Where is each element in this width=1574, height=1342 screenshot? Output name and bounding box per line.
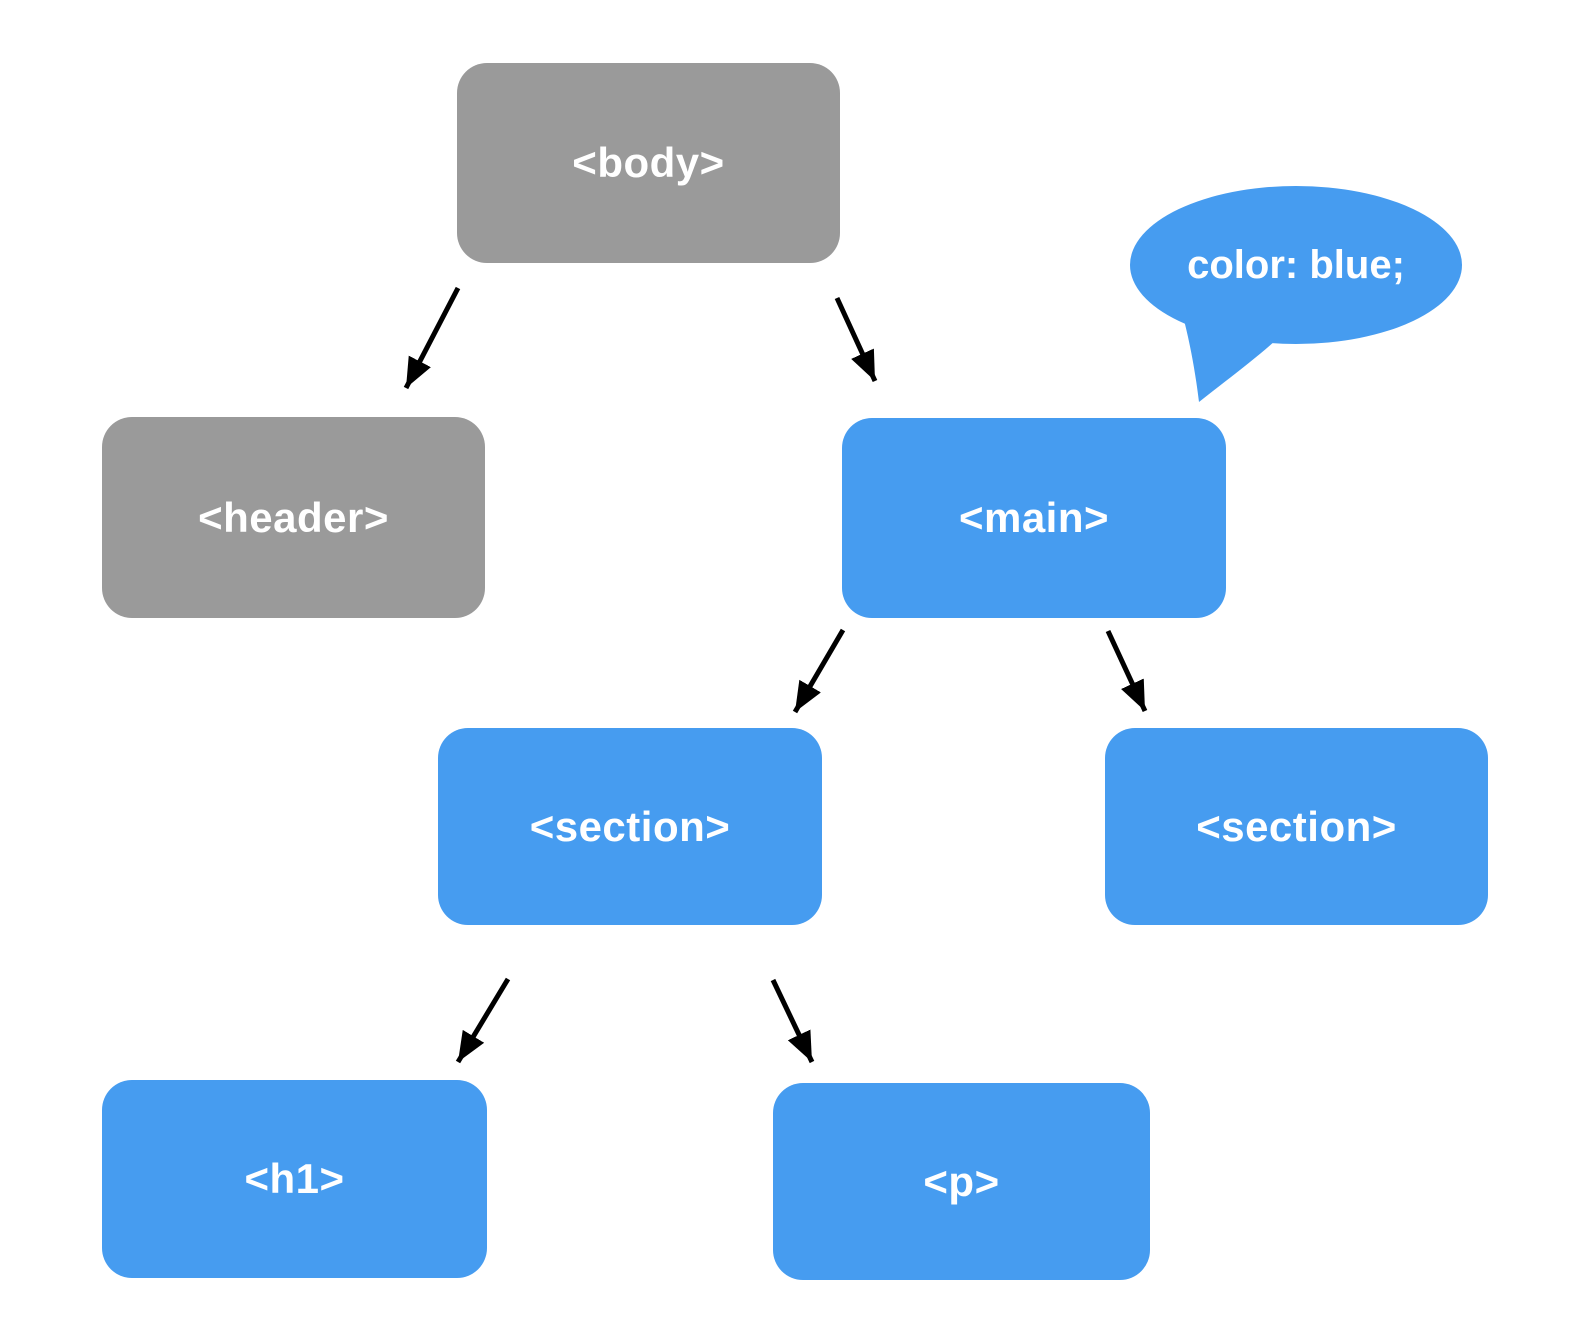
node-section-right-label: <section> [1196, 802, 1397, 850]
node-header-label: <header> [198, 493, 389, 541]
css-callout-text: color: blue; [1187, 242, 1405, 287]
node-section-left-label: <section> [529, 802, 731, 850]
node-main-label: <main> [958, 494, 1110, 541]
edge-section-h1 [455, 977, 511, 1064]
edge-body-main [834, 296, 878, 383]
node-section-left: <section> [438, 728, 822, 925]
edge-section-p [770, 978, 815, 1064]
css-callout-bubble: color: blue; [1130, 186, 1462, 344]
edge-main-section-left [792, 628, 846, 714]
node-section-right: <section> [1105, 728, 1488, 925]
node-main: <main> [842, 418, 1226, 618]
node-h1: <h1> [102, 1080, 487, 1278]
node-body-label: <body> [572, 139, 725, 186]
edge-main-section-right [1105, 629, 1148, 713]
edge-body-header [403, 286, 461, 390]
node-header: <header> [102, 417, 485, 618]
node-p-label: <p> [923, 1157, 1000, 1205]
node-p: <p> [773, 1083, 1150, 1280]
node-body: <body> [457, 63, 840, 263]
node-h1-label: <h1> [244, 1155, 345, 1202]
